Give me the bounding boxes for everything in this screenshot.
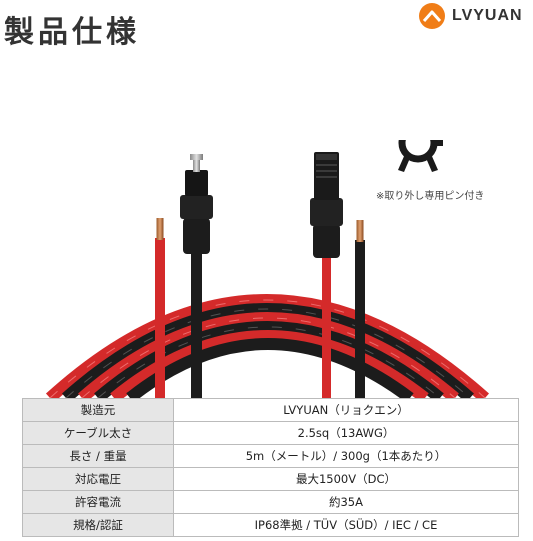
table-row: 許容電流 約35A: [22, 490, 519, 514]
table-row: 規格/認証 IP68準拠 / TÜV（SÜD）/ IEC / CE: [22, 513, 519, 537]
spec-label: 長さ / 重量: [22, 444, 174, 468]
female-connector: [310, 152, 343, 398]
spec-label: 規格/認証: [22, 513, 174, 537]
brand-name: LVYUAN: [452, 7, 523, 24]
brand-logo: LVYUAN: [418, 2, 523, 30]
cable-connector-illustration: [45, 140, 489, 398]
mountain-logo-icon: [419, 3, 445, 29]
male-connector: [180, 154, 213, 398]
spec-label: 対応電圧: [22, 467, 174, 491]
cable-coil: [45, 294, 489, 398]
red-stripped-cable-left: [155, 218, 165, 398]
spec-label: 製造元: [22, 398, 174, 422]
table-row: ケーブル太さ 2.5sq（13AWG）: [22, 421, 519, 445]
spec-value: 5m（メートル）/ 300g（1本あたり）: [173, 444, 519, 468]
spec-table: 製造元 LVYUAN（リョクエン） ケーブル太さ 2.5sq（13AWG） 長さ…: [22, 398, 519, 537]
spec-value: 2.5sq（13AWG）: [173, 421, 519, 445]
spec-value: IP68準拠 / TÜV（SÜD）/ IEC / CE: [173, 513, 519, 537]
page-title: 製品仕様: [4, 15, 140, 50]
tool-note: ※取り外し専用ピン付き: [376, 191, 485, 202]
spec-label: 許容電流: [22, 490, 174, 514]
spec-value: 最大1500V（DC）: [173, 467, 519, 491]
removal-pin-tool-icon: [398, 140, 443, 172]
spec-value: LVYUAN（リョクエン）: [173, 398, 519, 422]
black-stripped-cable-right: [355, 220, 365, 398]
table-row: 対応電圧 最大1500V（DC）: [22, 467, 519, 491]
spec-value: 約35A: [173, 490, 519, 514]
spec-label: ケーブル太さ: [22, 421, 174, 445]
table-row: 製造元 LVYUAN（リョクエン）: [22, 398, 519, 422]
table-row: 長さ / 重量 5m（メートル）/ 300g（1本あたり）: [22, 444, 519, 468]
